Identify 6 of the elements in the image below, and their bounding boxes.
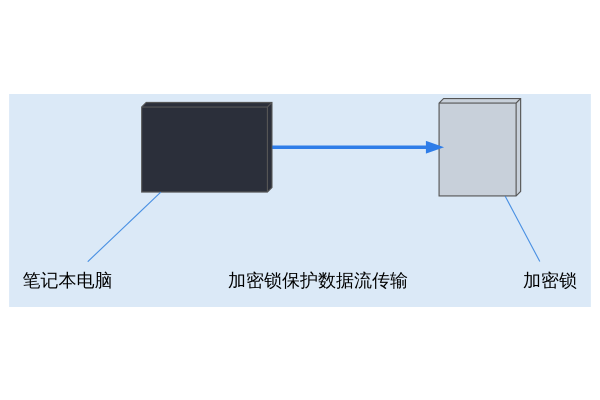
node-text: 笔记本电脑 [22, 270, 112, 291]
label: 加密锁保护数据流传输 [228, 270, 408, 291]
connector [87, 191, 162, 262]
node-text: 加密锁 [523, 270, 578, 291]
arrow [272, 140, 444, 154]
connector [504, 195, 540, 262]
